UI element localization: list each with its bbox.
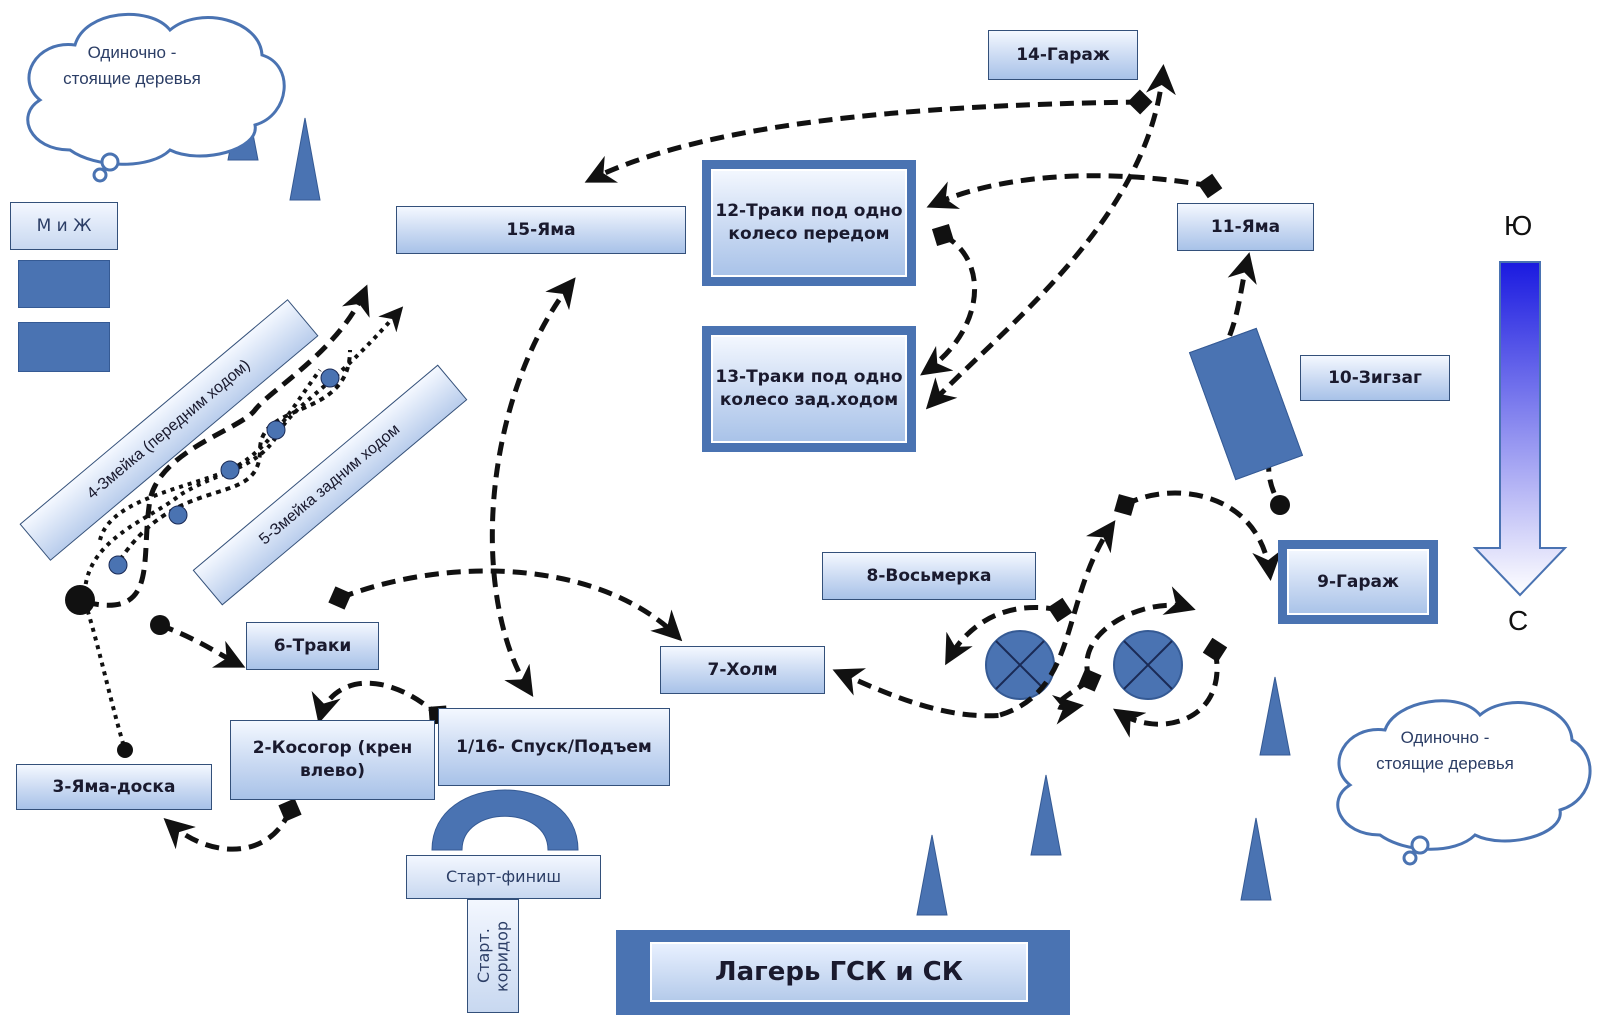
route-arrows (84, 64, 1290, 852)
station-13-tracks-reverse: 13-Траки под одно колесо зад.ходом (702, 326, 916, 452)
station-6-tracks: 6-Траки (246, 622, 379, 670)
station-14-garage: 14-Гараж (988, 30, 1138, 80)
compass-north-label: С (1508, 605, 1529, 636)
station-3-pit-board: 3-Яма-доска (16, 764, 212, 810)
station-15-pit: 15-Яма (396, 206, 686, 254)
cloud-bottom-right (1336, 699, 1592, 866)
station-2-side-slope: 2-Косогор (крен влево) (230, 720, 435, 800)
tree-icon (227, 81, 1291, 916)
compass-south-label: Ю (1504, 210, 1533, 241)
cloud-top-left (26, 12, 286, 183)
wc-block-zh (18, 322, 110, 372)
station-7-hill: 7-Холм (660, 646, 825, 694)
compass-arrow (1472, 261, 1568, 597)
station-11-pit: 11-Яма (1177, 203, 1314, 251)
start-corridor: Старт. коридор (467, 899, 519, 1013)
station-9-garage: 9-Гараж (1278, 540, 1438, 624)
camp-label: Лагерь ГСК и СК (650, 942, 1028, 1002)
cloud-label-bottom-right: Одиночно - стоящие деревья (1376, 728, 1514, 773)
start-corridor-label: Старт. коридор (473, 920, 511, 992)
snake-marker-icon (108, 368, 340, 575)
start-finish: Старт-финиш (406, 855, 601, 899)
station-12-tracks-forward: 12-Траки под одно колесо передом (702, 160, 916, 286)
cloud-label-top-left: Одиночно - стоящие деревья (63, 43, 201, 88)
station-8-figure-eight: 8-Восьмерка (822, 552, 1036, 600)
start-arch (431, 789, 579, 851)
snake-dotted (82, 306, 404, 758)
station-1-16-descent-ascent: 1/16- Спуск/Подъем (438, 708, 670, 786)
wc-label: М и Ж (10, 202, 118, 250)
start-point (65, 585, 95, 615)
cone-marker (1113, 630, 1183, 700)
station-10-zigzag: 10-Зигзаг (1300, 355, 1450, 401)
wc-block-m (18, 260, 110, 308)
